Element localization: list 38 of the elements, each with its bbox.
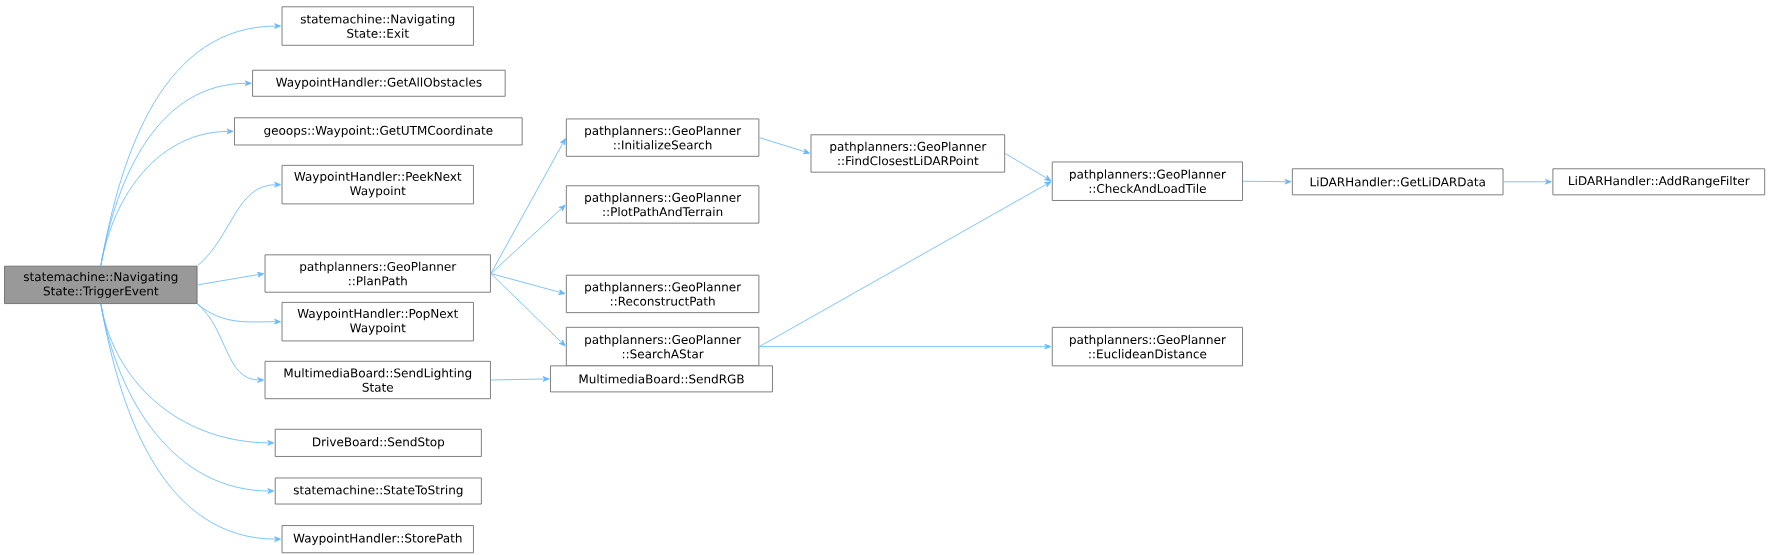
function-box: statemachine::Navigating State::TriggerEvent — [4, 265, 198, 304]
arrow — [100, 128, 234, 267]
function-box: pathplanners::GeoPlanner ::InitializeSearch — [565, 118, 760, 157]
function-box: pathplanners::GeoPlanner ::ReconstructPath — [565, 274, 760, 314]
arrow — [197, 181, 281, 267]
arrow — [1004, 153, 1052, 182]
function-box: DriveBoard::SendStop — [274, 428, 482, 457]
arrow — [100, 303, 281, 542]
function-box: geoops::Waypoint::GetUTMCoordinate — [234, 117, 523, 146]
arrow — [490, 273, 566, 295]
function-box: WaypointHandler::PopNext Waypoint — [281, 302, 474, 342]
arrow — [197, 271, 264, 286]
arrow — [197, 303, 264, 383]
function-box: statemachine::StateToString — [274, 477, 482, 505]
function-box: pathplanners::GeoPlanner ::EuclideanDistance — [1051, 326, 1243, 367]
arrow — [490, 376, 550, 382]
arrow — [758, 181, 1052, 348]
function-box: MultimediaBoard::SendLighting State — [264, 360, 491, 400]
function-box: WaypointHandler::StorePath — [281, 525, 474, 554]
function-box: pathplanners::GeoPlanner ::CheckAndLoadTile — [1051, 161, 1243, 201]
arrow — [758, 137, 810, 155]
function-box: statemachine::Navigating State::Exit — [281, 6, 474, 46]
arrow — [490, 204, 566, 274]
arrow — [758, 343, 1052, 350]
arrow — [197, 303, 281, 325]
arrow — [490, 138, 566, 274]
arrow — [490, 273, 566, 347]
function-box: pathplanners::GeoPlanner ::SearchAStar — [565, 326, 760, 367]
function-box: MultimediaBoard::SendRGB — [550, 365, 773, 393]
function-box: LiDARHandler::AddRangeFilter — [1552, 168, 1766, 196]
function-box: pathplanners::GeoPlanner ::PlanPath — [264, 254, 491, 293]
arrow — [1242, 178, 1292, 185]
function-box: WaypointHandler::PeekNext Waypoint — [281, 164, 474, 205]
function-box: pathplanners::GeoPlanner ::FindClosestLiDARPoint — [810, 134, 1006, 173]
function-box: pathplanners::GeoPlanner ::PlotPathAndTerrain — [565, 185, 760, 224]
function-box: LiDARHandler::GetLiDARData — [1291, 168, 1504, 196]
arrow — [1503, 179, 1552, 185]
function-box: WaypointHandler::GetAllObstacles — [252, 69, 506, 97]
